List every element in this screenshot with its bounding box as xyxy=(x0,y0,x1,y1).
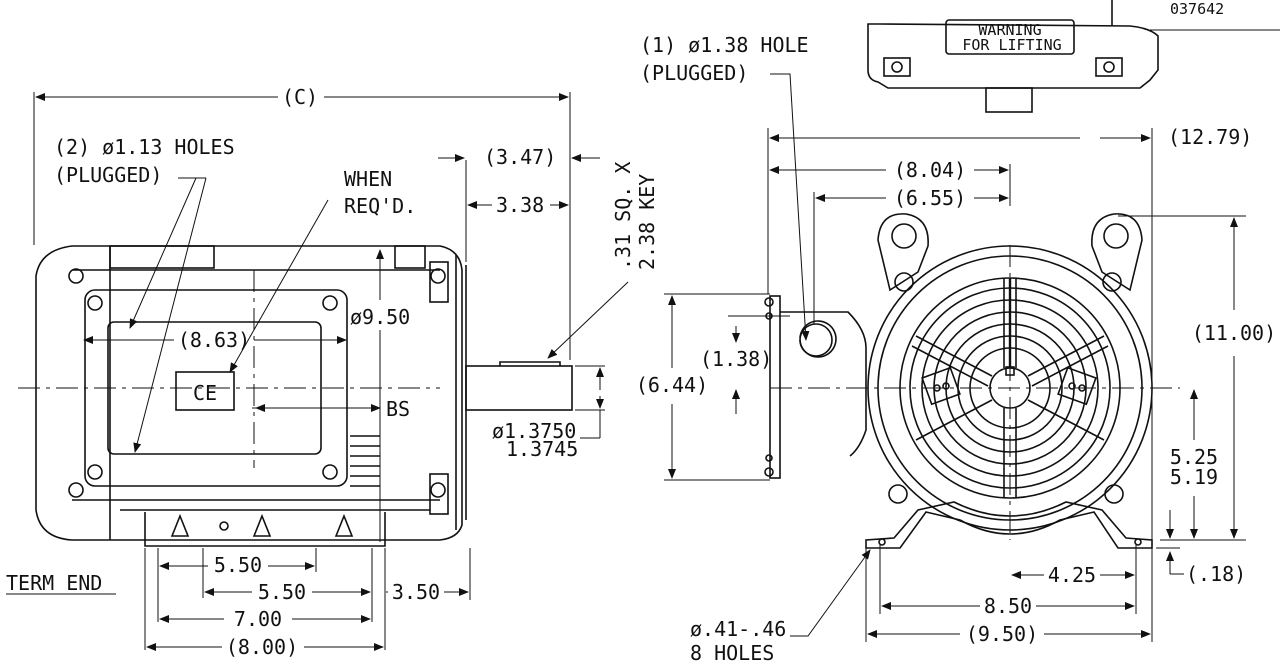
dim-6-55: (6.55) xyxy=(894,186,966,210)
lifting-lug xyxy=(867,0,1280,113)
shaft-dia-min: 1.3745 xyxy=(506,437,578,461)
hole-label-line1: (1) ø1.38 HOLE xyxy=(640,33,809,57)
lifting-label: FOR LIFTING xyxy=(962,36,1061,54)
ce-label: CE xyxy=(193,381,217,405)
dim-7-00: 7.00 xyxy=(234,607,282,631)
ce-box xyxy=(175,371,235,411)
dim-3-50: 3.50 xyxy=(392,580,440,604)
dim-5-50-a: 5.50 xyxy=(214,553,262,577)
dim-5-50-b: 5.50 xyxy=(258,580,306,604)
dim-11-00: (11.00) xyxy=(1192,321,1276,345)
warning-label: WARNING xyxy=(978,21,1041,39)
hole-label-line2: (PLUGGED) xyxy=(640,61,748,85)
dim-5-19: 5.19 xyxy=(1170,465,1218,489)
bs-label: BS xyxy=(386,397,410,421)
dim-4-25: 4.25 xyxy=(1048,563,1096,587)
key-label-line1: .31 SQ. X xyxy=(611,162,635,270)
mount-holes-dia: ø.41-.46 xyxy=(690,617,786,641)
dim-5-25: 5.25 xyxy=(1170,445,1218,469)
dim-c: (C) xyxy=(282,85,318,109)
dim-3-38: 3.38 xyxy=(496,193,544,217)
key-label-line2: 2.38 KEY xyxy=(635,174,659,270)
dim-8-04: (8.04) xyxy=(894,158,966,182)
when-label: WHEN xyxy=(344,167,392,191)
dim-6-44: (6.44) xyxy=(636,373,708,397)
dim-3-47: (3.47) xyxy=(484,145,556,169)
reqd-label: REQ'D. xyxy=(344,194,416,218)
term-end-label: TERM END xyxy=(6,571,102,595)
side-view-motor xyxy=(6,92,629,651)
dim-9-50: ø9.50 xyxy=(350,305,410,329)
dim-0-18: (.18) xyxy=(1186,562,1246,586)
dim-8-63: (8.63) xyxy=(178,328,250,352)
dim-9-50-front: (9.50) xyxy=(966,622,1038,646)
shaft-dia-max: ø1.3750 xyxy=(492,419,576,443)
mount-holes-count: 8 HOLES xyxy=(690,641,774,665)
holes-label-line1: (2) ø1.13 HOLES xyxy=(54,135,235,159)
dim-8-00: (8.00) xyxy=(226,635,298,659)
lifting-warning-plate xyxy=(945,19,1075,55)
dim-1-38: (1.38) xyxy=(700,347,772,371)
dim-12-79: (12.79) xyxy=(1168,125,1252,149)
part-number: 037642 xyxy=(1170,0,1224,18)
holes-label-line2: (PLUGGED) xyxy=(54,163,162,187)
front-view-motor xyxy=(664,73,1246,642)
dim-8-50: 8.50 xyxy=(984,594,1032,618)
